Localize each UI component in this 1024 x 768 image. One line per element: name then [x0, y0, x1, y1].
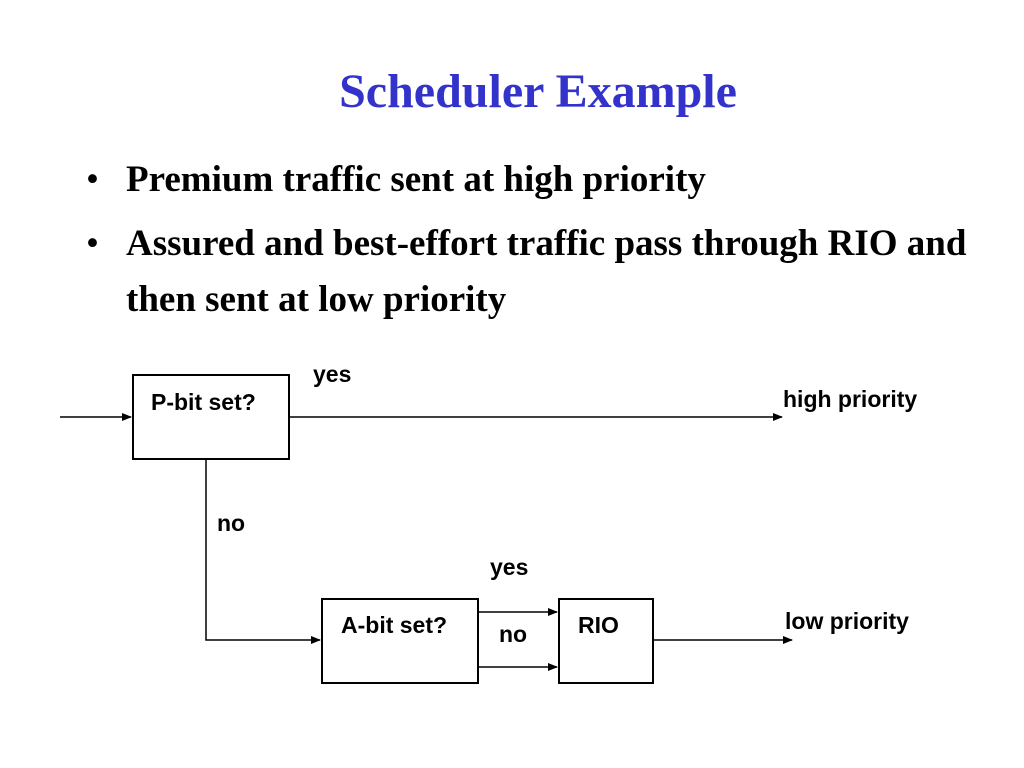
- high-priority-label: high priority: [783, 386, 917, 412]
- low-priority-label: low priority: [785, 608, 909, 634]
- bullet-icon: •: [86, 159, 99, 200]
- yes-label-mid: yes: [490, 554, 528, 580]
- a-bit-box-label: A-bit set?: [341, 612, 447, 638]
- no-label-left: no: [217, 510, 245, 536]
- bullet-list: • Premium traffic sent at high priority …: [86, 152, 1016, 336]
- rio-box: [558, 598, 654, 684]
- bullet-text: Assured and best-effort traffic pass thr…: [126, 223, 967, 320]
- no-label-mid: no: [499, 621, 527, 647]
- bullet-icon: •: [86, 223, 99, 264]
- p-bit-box: [132, 374, 290, 460]
- bullet-item: • Assured and best-effort traffic pass t…: [86, 216, 1016, 328]
- p-bit-box-label: P-bit set?: [151, 389, 256, 415]
- slide-title: Scheduler Example: [339, 65, 737, 118]
- rio-box-label: RIO: [578, 612, 619, 638]
- bullet-item: • Premium traffic sent at high priority: [86, 152, 1016, 208]
- a-bit-box: [321, 598, 479, 684]
- bullet-text: Premium traffic sent at high priority: [126, 159, 706, 200]
- no-path-line: [205, 459, 321, 644]
- yes-label-top: yes: [313, 361, 351, 387]
